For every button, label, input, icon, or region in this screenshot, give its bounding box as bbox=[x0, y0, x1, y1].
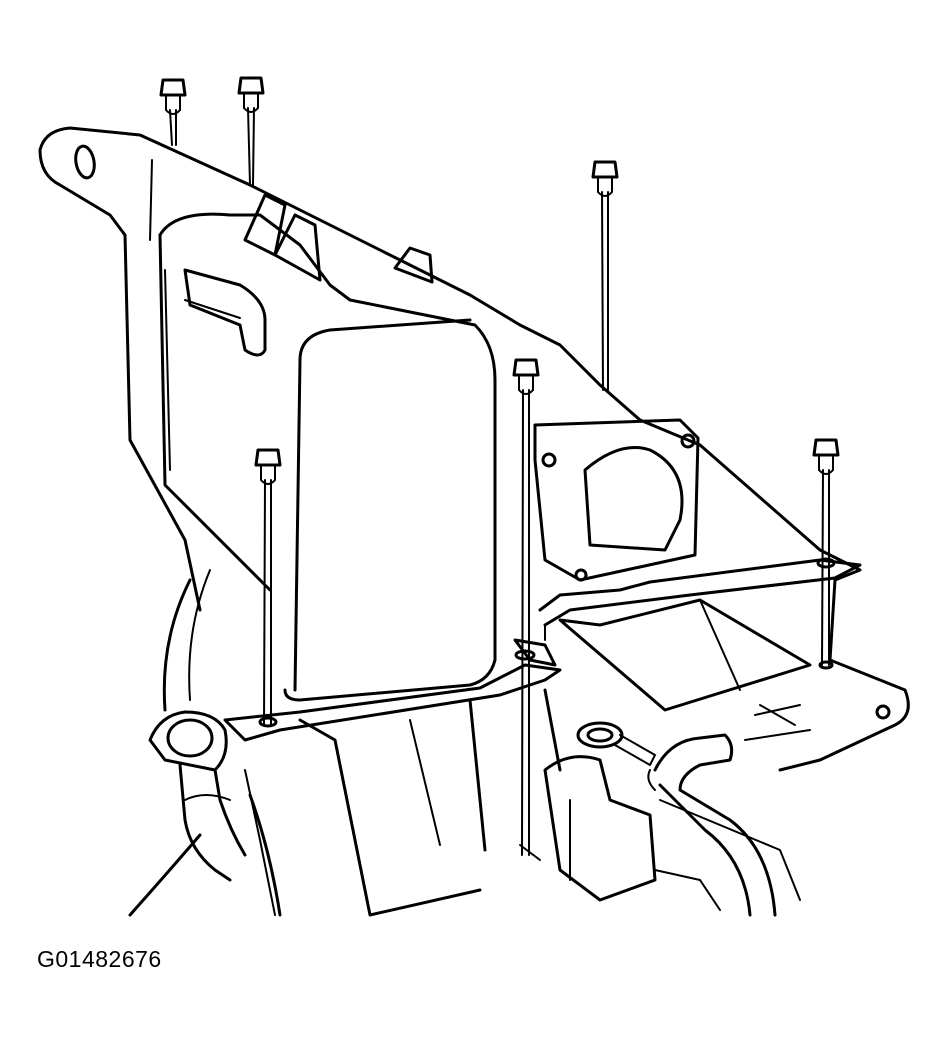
bolt-1 bbox=[159, 78, 187, 146]
hoses bbox=[128, 569, 777, 917]
lower-housing bbox=[298, 688, 801, 917]
bolt-2 bbox=[237, 76, 265, 186]
air-cleaner-housing bbox=[38, 126, 910, 772]
resonator-box bbox=[158, 193, 497, 702]
mounting-bracket bbox=[223, 598, 891, 742]
figure-id-label: G01482676 bbox=[37, 946, 162, 972]
bolt-3 bbox=[591, 160, 619, 391]
throttle-body-flange bbox=[533, 418, 862, 641]
bolt-5 bbox=[254, 448, 282, 728]
bolt-6 bbox=[812, 438, 840, 670]
bolt-4 bbox=[512, 358, 540, 856]
